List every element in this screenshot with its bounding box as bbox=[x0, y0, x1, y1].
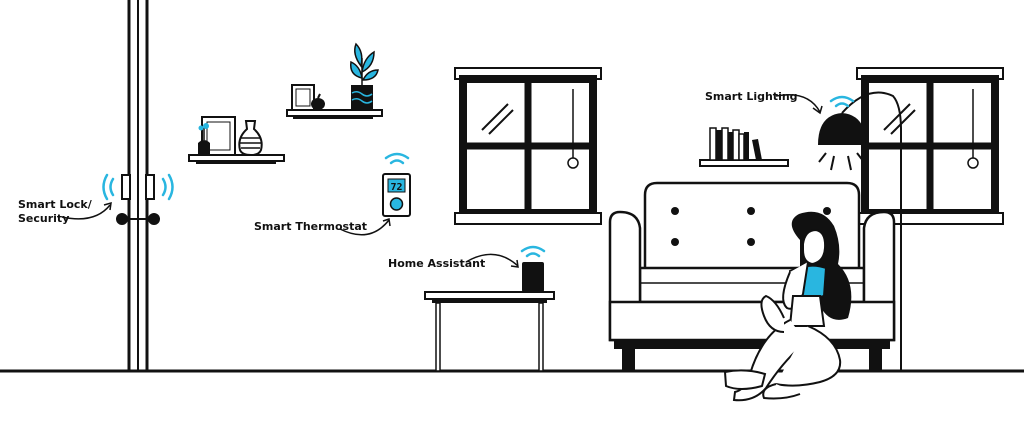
smart-lock-label: Smart Lock/ bbox=[18, 198, 93, 211]
shelf bbox=[188, 116, 285, 164]
wifi-signal-icon bbox=[829, 95, 855, 108]
window bbox=[454, 67, 602, 225]
picture-frame-icon bbox=[291, 84, 315, 111]
security-label: Security bbox=[18, 212, 69, 225]
arrow bbox=[465, 253, 519, 267]
wifi-signal-icon bbox=[384, 152, 410, 165]
door-knob-icon bbox=[148, 213, 160, 225]
thermostat-icon: 72 bbox=[382, 173, 411, 217]
plant-icon bbox=[198, 123, 210, 155]
vase-icon bbox=[238, 120, 263, 157]
picture-frame-icon bbox=[201, 116, 236, 156]
home-assistant-label: Home Assistant bbox=[388, 257, 485, 270]
arrow bbox=[775, 94, 821, 113]
door bbox=[127, 0, 149, 371]
arrow bbox=[339, 219, 390, 236]
arrow bbox=[61, 204, 111, 220]
plant-icon bbox=[349, 42, 379, 110]
smart-lock bbox=[116, 174, 160, 225]
book-icon bbox=[709, 127, 762, 161]
window bbox=[856, 67, 1004, 225]
thermostat-temperature: 72 bbox=[390, 182, 402, 193]
person bbox=[723, 211, 852, 402]
pumpkin-icon bbox=[311, 93, 325, 110]
lamp-icon bbox=[818, 91, 902, 371]
speaker-icon bbox=[522, 262, 544, 292]
shelf bbox=[699, 127, 789, 167]
wifi-signal-icon bbox=[520, 245, 546, 258]
smart-lighting-label: Smart Lighting bbox=[705, 90, 798, 103]
shelf bbox=[286, 42, 383, 119]
door-knob-icon bbox=[116, 213, 128, 225]
wifi-signal-icon bbox=[102, 173, 174, 201]
sofa bbox=[608, 181, 896, 371]
smart-thermostat-label: Smart Thermostat bbox=[254, 220, 367, 233]
side-table bbox=[424, 291, 555, 372]
